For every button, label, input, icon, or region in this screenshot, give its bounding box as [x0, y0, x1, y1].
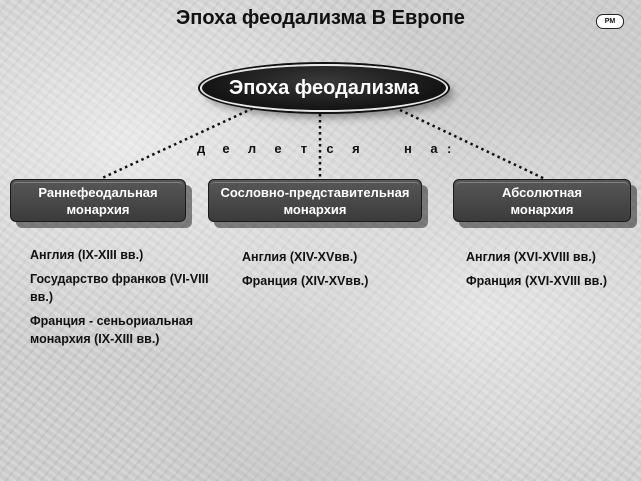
divides-letter: а: [430, 141, 438, 156]
box-heading-line: монархия: [66, 201, 130, 217]
divides-letter: [369, 141, 395, 159]
pm-badge: PM: [596, 14, 624, 29]
divides-letter: т: [300, 141, 308, 156]
list-estate-representative: Англия (XIV-XVвв.) Франция (XIV-XVвв.): [242, 248, 432, 296]
list-absolute: Англия (XVI-XVIII вв.) Франция (XVI-XVII…: [466, 248, 616, 296]
list-item: Франция - сеньориальная монархия (IX-XII…: [30, 314, 194, 346]
page-title: Эпоха феодализма В Европе: [176, 7, 465, 29]
box-early-feudal-monarchy: Раннефеодальная монархия: [10, 179, 186, 222]
box-heading-line: Раннефеодальная: [38, 184, 158, 200]
divides-letter: е: [274, 141, 282, 156]
box-heading-line: Абсолютная: [502, 184, 582, 200]
list-item: Англия (XIV-XVвв.): [242, 250, 358, 264]
divides-letter: н: [404, 141, 412, 156]
list-item: Франция (XIV-XVвв.): [242, 274, 369, 288]
box-absolute-monarchy: Абсолютная монархия: [453, 179, 631, 222]
divides-letter: е: [222, 141, 230, 156]
box-heading-line: монархия: [283, 201, 347, 217]
list-item: Государство франков (VI-VIII вв.): [30, 272, 209, 304]
list-item: Англия (XVI-XVIII вв.): [466, 250, 596, 264]
divides-letter: д: [197, 141, 206, 156]
box-heading-line: монархия: [510, 201, 574, 217]
list-early-feudal: Англия (IX-XIII вв.) Государство франков…: [30, 246, 220, 354]
connector-left: [99, 104, 259, 181]
box-heading-line: Сословно-представительная: [220, 184, 410, 200]
list-item: Англия (IX-XIII вв.): [30, 248, 144, 262]
list-item: Франция (XVI-XVIII вв.): [466, 274, 607, 288]
divides-letter: с: [326, 141, 334, 156]
divides-label: д е л е т с я н а :: [196, 141, 458, 159]
central-node: Эпоха феодализма: [200, 64, 448, 112]
divides-letter: л: [247, 141, 257, 156]
divides-letter: я: [352, 141, 360, 156]
box-estate-representative-monarchy: Сословно-представительная монархия: [208, 179, 422, 222]
connector-right: [399, 108, 546, 181]
divides-letter: :: [447, 141, 452, 156]
